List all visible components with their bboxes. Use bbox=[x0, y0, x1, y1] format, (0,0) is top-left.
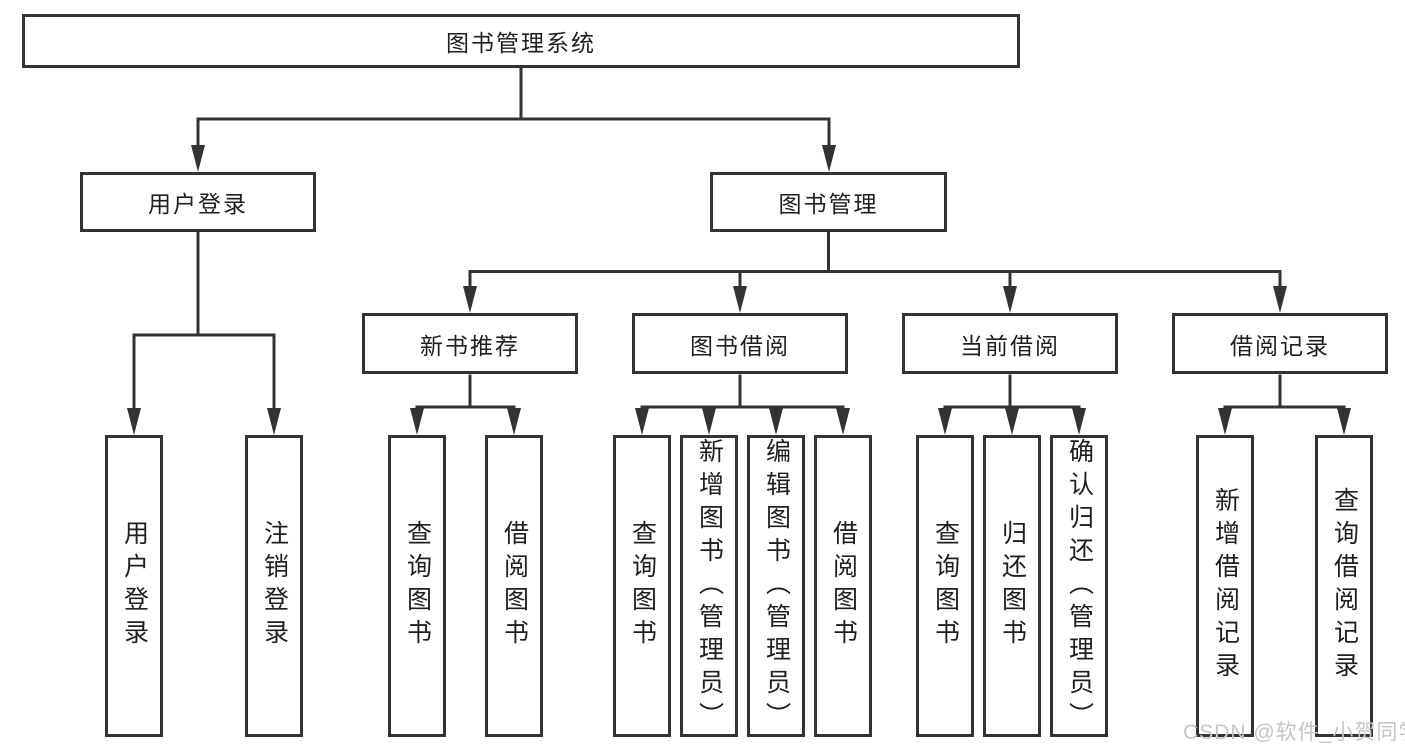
arrow-down-icon bbox=[938, 408, 952, 435]
arrow-down-icon bbox=[507, 408, 521, 435]
leaf-borrowing-query-books: 查询图书 bbox=[613, 435, 671, 737]
arrow-down-icon bbox=[410, 408, 424, 435]
csdn-watermark: CSDN @软件_小贺同学 bbox=[1183, 721, 1405, 744]
connector-current-borrowing bbox=[943, 374, 1081, 411]
arrow-down-icon bbox=[1273, 286, 1287, 313]
node-root: 图书管理系统 bbox=[22, 14, 1020, 68]
node-new-book-recommendation: 新书推荐 bbox=[362, 313, 578, 374]
arrow-down-icon bbox=[127, 408, 141, 435]
leaf-return-books: 归还图书 bbox=[983, 435, 1041, 737]
arrow-down-icon bbox=[1072, 408, 1086, 435]
node-borrowing-records: 借阅记录 bbox=[1172, 313, 1388, 374]
arrow-down-icon bbox=[1003, 286, 1017, 313]
arrow-down-icon bbox=[191, 145, 205, 172]
arrow-down-icon bbox=[267, 408, 281, 435]
arrow-down-icon bbox=[1218, 408, 1232, 435]
leaf-recommend-borrow-books: 借阅图书 bbox=[485, 435, 543, 737]
arrow-down-icon bbox=[702, 408, 716, 435]
node-user-login: 用户登录 bbox=[80, 172, 316, 232]
leaf-confirm-return-admin: 确认归还（管理员） bbox=[1050, 435, 1108, 737]
connector-new-book bbox=[415, 374, 516, 411]
arrow-down-icon bbox=[1005, 408, 1019, 435]
connector-root bbox=[196, 68, 831, 148]
leaf-add-borrow-record: 新增借阅记录 bbox=[1196, 435, 1254, 737]
connector-borrowing-records bbox=[1223, 374, 1346, 411]
connector-book-borrowing bbox=[640, 374, 845, 411]
leaf-current-query-books: 查询图书 bbox=[916, 435, 974, 737]
leaf-query-borrow-record: 查询借阅记录 bbox=[1315, 435, 1373, 737]
node-book-management: 图书管理 bbox=[710, 172, 947, 232]
node-book-borrowing: 图书借阅 bbox=[632, 313, 848, 374]
arrow-down-icon bbox=[822, 145, 836, 172]
leaf-edit-books-admin: 编辑图书（管理员） bbox=[747, 435, 805, 737]
leaf-user-login: 用户登录 bbox=[105, 435, 163, 737]
leaf-add-books-admin: 新增图书（管理员） bbox=[680, 435, 738, 737]
arrow-down-icon bbox=[1337, 408, 1351, 435]
node-current-borrowing: 当前借阅 bbox=[902, 313, 1118, 374]
arrow-down-icon bbox=[733, 286, 747, 313]
leaf-logout: 注销登录 bbox=[245, 435, 303, 737]
connector-user-login bbox=[132, 232, 276, 411]
arrow-down-icon bbox=[836, 408, 850, 435]
arrow-down-icon bbox=[463, 286, 477, 313]
arrow-down-icon bbox=[635, 408, 649, 435]
leaf-borrowing-borrow-books: 借阅图书 bbox=[814, 435, 872, 737]
connector-book-management bbox=[468, 232, 1282, 289]
arrow-down-icon bbox=[769, 408, 783, 435]
leaf-recommend-query-books: 查询图书 bbox=[388, 435, 446, 737]
